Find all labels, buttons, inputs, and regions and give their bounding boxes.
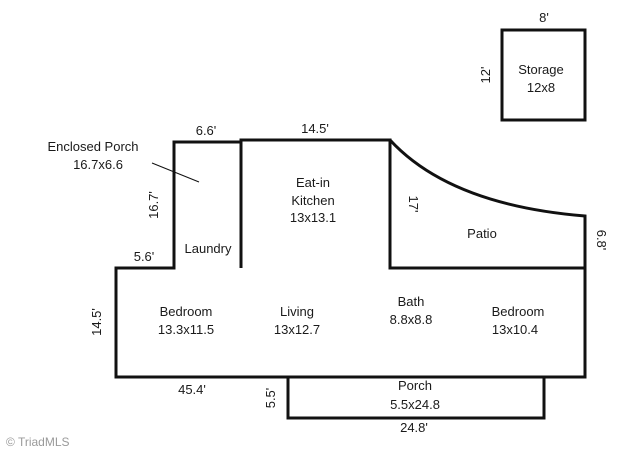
bath-size: 8.8x8.8 xyxy=(390,312,433,327)
kitchen-width-label: 14.5' xyxy=(301,121,329,136)
kitchen-size: 13x13.1 xyxy=(290,210,336,225)
bedroom-left-size: 13.3x11.5 xyxy=(158,322,214,337)
storage-depth-label: 12' xyxy=(478,67,493,84)
storage-label: Storage xyxy=(518,62,564,77)
porch-outline xyxy=(286,377,546,420)
enclosed-porch-width-label: 6.6' xyxy=(196,123,217,138)
patio-outline xyxy=(388,138,587,268)
porch-depth-label: 5.5' xyxy=(263,388,278,409)
watermark: © TriadMLS xyxy=(6,435,70,449)
storage-outline xyxy=(500,28,587,122)
porch-label: Porch xyxy=(398,378,432,393)
storage-width-label: 8' xyxy=(539,10,549,25)
house-outline xyxy=(114,138,587,379)
patio-right-label: 6.8' xyxy=(594,230,609,251)
step-width-label: 5.6' xyxy=(134,249,155,264)
patio-label: Patio xyxy=(467,226,497,241)
kitchen-label-line1: Eat-in xyxy=(296,175,330,190)
porch-size: 5.5x24.8 xyxy=(390,397,440,412)
living-label: Living xyxy=(280,304,314,319)
patio-left-label: 17' xyxy=(406,196,421,213)
main-width-label: 45.4' xyxy=(178,382,206,397)
main-depth-label: 14.5' xyxy=(89,308,104,336)
enclosed-porch-label: Enclosed Porch xyxy=(47,139,138,154)
storage-size: 12x8 xyxy=(527,80,555,95)
enclosed-porch-size: 16.7x6.6 xyxy=(73,157,123,172)
enclosed-porch-depth-label: 16.7' xyxy=(146,191,161,219)
bedroom-left-label: Bedroom xyxy=(160,304,213,319)
living-size: 13x12.7 xyxy=(274,322,320,337)
laundry-label: Laundry xyxy=(185,241,232,256)
bedroom-right-size: 13x10.4 xyxy=(492,322,538,337)
porch-width-label: 24.8' xyxy=(400,420,428,435)
bath-label: Bath xyxy=(398,294,425,309)
enclosed-porch-pointer xyxy=(151,162,200,183)
bedroom-right-label: Bedroom xyxy=(492,304,545,319)
kitchen-label-line2: Kitchen xyxy=(291,193,334,208)
